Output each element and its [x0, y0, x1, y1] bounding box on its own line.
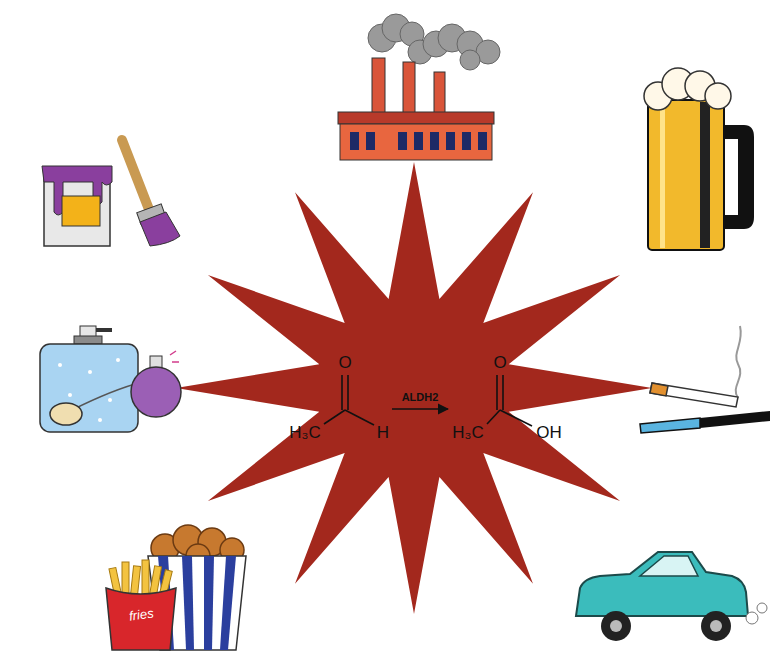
box-text: fries	[128, 606, 154, 622]
atom-label: O	[338, 354, 351, 371]
chemical-group: H₃C	[289, 424, 320, 441]
atom-label: H	[377, 424, 389, 441]
chemical-group: H₃C	[452, 424, 483, 441]
enzyme-label: ALDH2	[402, 392, 439, 403]
cigarette-icon	[640, 326, 770, 433]
star-burst	[176, 162, 652, 614]
perfume-icon	[40, 326, 181, 432]
car-icon	[576, 552, 767, 641]
chemical-group: OH	[536, 424, 562, 441]
paint-icon	[42, 140, 180, 246]
atom-label: O	[493, 354, 506, 371]
beer-mug-icon	[644, 68, 754, 250]
chemical-structures	[324, 375, 532, 426]
fast-food-icon	[106, 525, 246, 650]
factory-icon	[338, 14, 500, 160]
